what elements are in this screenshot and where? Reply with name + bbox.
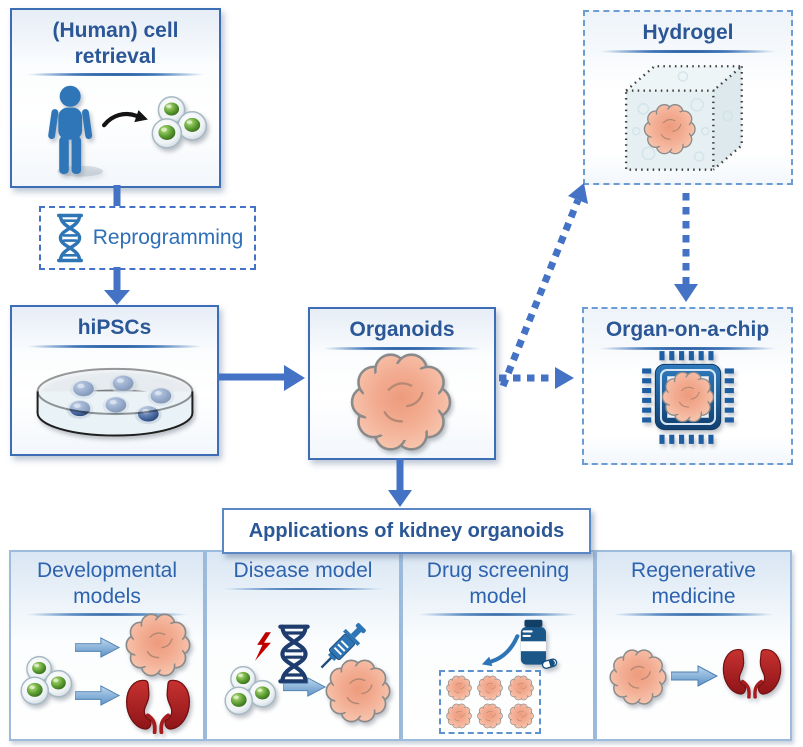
curved-arrow-icon bbox=[481, 634, 521, 671]
applications-header-title: Applications of kidney organoids bbox=[248, 519, 565, 542]
organoid-icon bbox=[508, 703, 534, 729]
cell-cluster-icon bbox=[223, 664, 279, 720]
person-icon bbox=[40, 84, 104, 178]
organoid-plate bbox=[439, 670, 541, 734]
organoid-icon bbox=[446, 675, 472, 701]
hipscs-box: hiPSCs bbox=[10, 305, 219, 456]
disease-model-title: Disease model bbox=[233, 559, 373, 582]
disease-model-box: Disease model bbox=[205, 550, 401, 741]
block-arrow-icon bbox=[75, 636, 121, 659]
title-underline bbox=[24, 73, 207, 77]
organoids-title: Organoids bbox=[349, 318, 455, 341]
organoid-icon bbox=[508, 675, 534, 701]
regenerative-medicine-box: Regenerative medicine bbox=[595, 550, 792, 741]
title-underline bbox=[597, 49, 779, 53]
organoid-icon bbox=[609, 648, 667, 706]
hipscs-title: hiPSCs bbox=[77, 316, 152, 339]
hydrogel-title: Hydrogel bbox=[642, 21, 734, 44]
developmental-models-box: Developmental models bbox=[9, 550, 205, 741]
block-arrow-icon bbox=[283, 676, 327, 698]
organoid-icon bbox=[477, 675, 503, 701]
block-arrow-icon bbox=[671, 664, 719, 688]
organoid-icon bbox=[477, 703, 503, 729]
title-underline bbox=[596, 346, 779, 350]
hydrogel-box: Hydrogel bbox=[583, 10, 793, 185]
organoid-icon bbox=[350, 351, 452, 453]
organoid-icon bbox=[125, 612, 191, 678]
applications-header: Applications of kidney organoids bbox=[222, 508, 591, 554]
petri-dish-icon bbox=[27, 359, 203, 449]
chip-icon bbox=[637, 349, 739, 446]
drug-screening-model-box: Drug screening model bbox=[401, 550, 595, 741]
cell-cluster-icon bbox=[19, 654, 75, 710]
kidneys-icon bbox=[721, 646, 783, 700]
black-arrow-icon bbox=[102, 108, 150, 132]
cell-retrieval-title: (Human) cell retrieval bbox=[52, 19, 179, 68]
organ-on-a-chip-title: Organ-on-a-chip bbox=[605, 318, 770, 341]
block-arrow-icon bbox=[75, 684, 121, 707]
drug-screening-model-title: Drug screening model bbox=[426, 559, 570, 608]
organ-on-a-chip-box: Organ-on-a-chip bbox=[582, 307, 793, 465]
reprogramming-box: Reprogramming bbox=[39, 206, 256, 270]
hydrogel-cube-icon bbox=[618, 60, 760, 177]
lightning-icon bbox=[255, 632, 272, 662]
title-underline bbox=[416, 613, 580, 616]
reprogramming-label: Reprogramming bbox=[92, 226, 244, 249]
title-underline bbox=[321, 346, 483, 350]
title-underline bbox=[610, 613, 777, 616]
organoids-box: Organoids bbox=[308, 307, 496, 460]
pill-bottle-icon bbox=[515, 618, 559, 670]
title-underline bbox=[24, 344, 205, 348]
organoid-icon bbox=[325, 658, 391, 724]
regenerative-medicine-title: Regenerative medicine bbox=[631, 559, 756, 608]
developmental-models-title: Developmental models bbox=[36, 559, 178, 608]
dna-icon bbox=[52, 212, 88, 264]
cell-retrieval-box: (Human) cell retrieval bbox=[10, 8, 221, 188]
kidneys-icon bbox=[124, 678, 192, 734]
title-underline bbox=[24, 613, 190, 616]
title-underline bbox=[220, 587, 386, 591]
organoid-icon bbox=[446, 703, 472, 729]
cell-cluster-icon bbox=[150, 94, 210, 154]
